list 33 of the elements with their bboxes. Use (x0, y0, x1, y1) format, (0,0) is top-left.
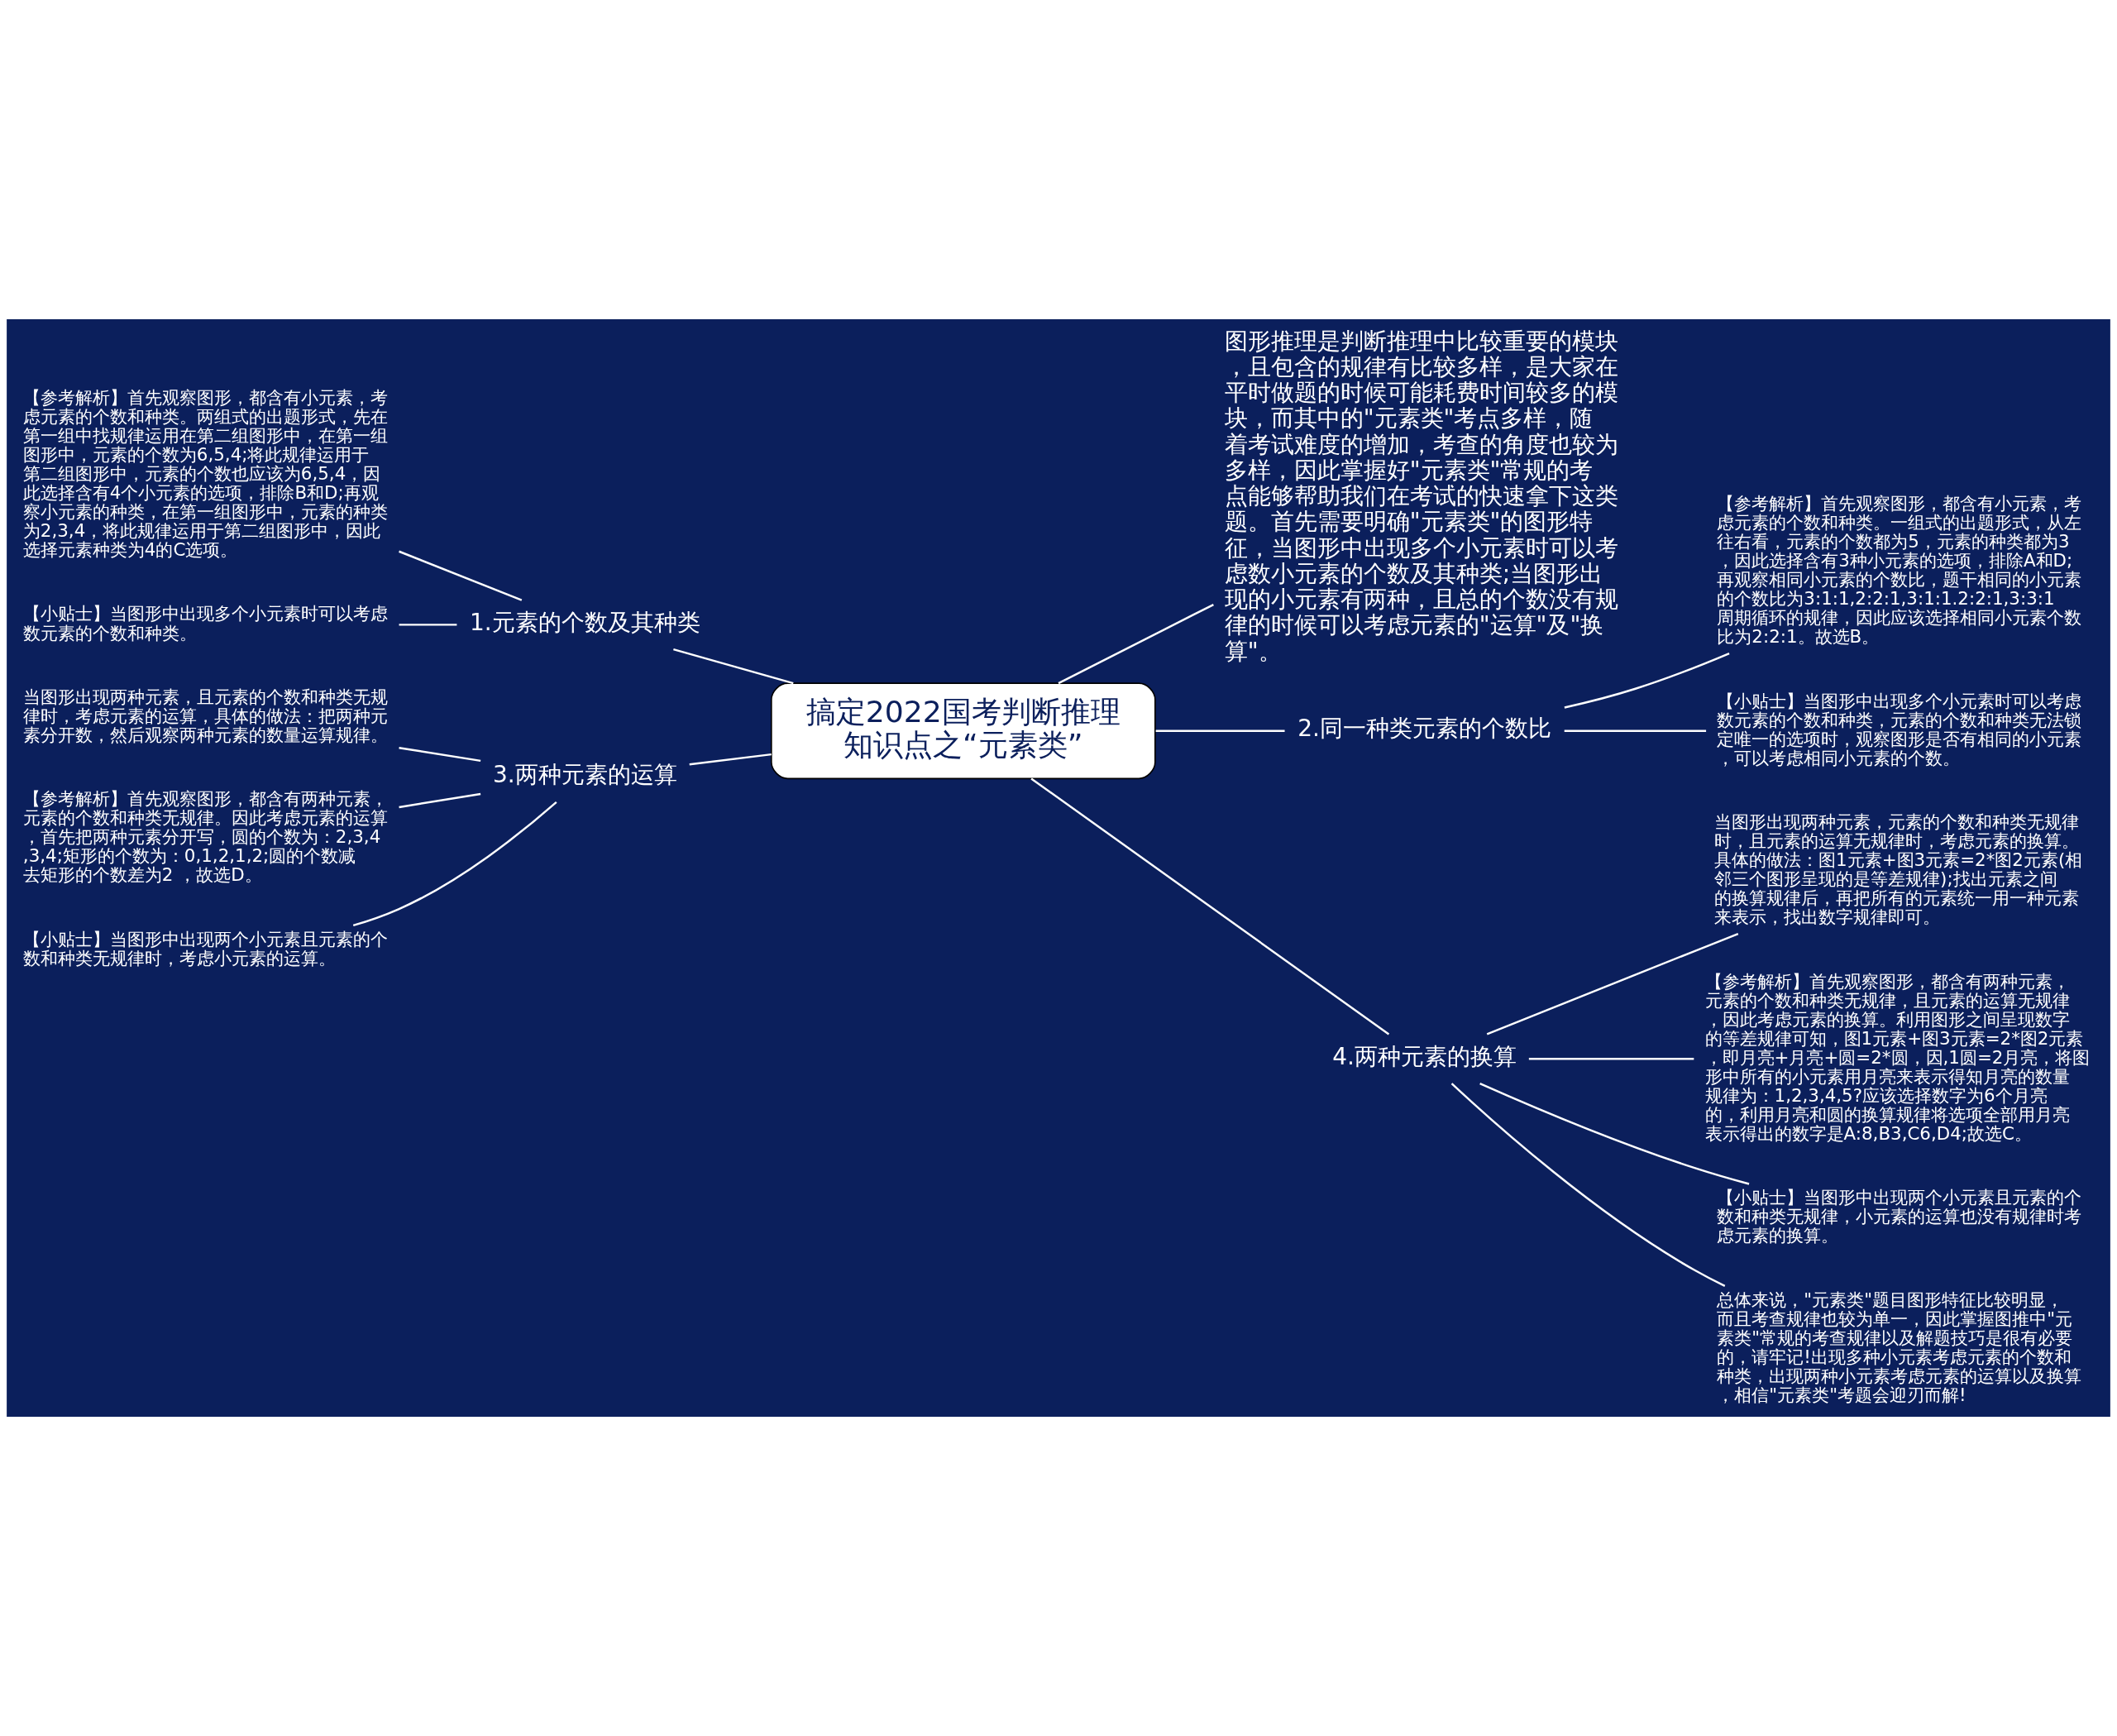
connector (399, 624, 457, 626)
connector (1155, 729, 1285, 732)
node-text: 【参考解析】首先观察图形，都含有两种元素，元素的个数和种类无规律。因此考虑元素的运算，首先把两种元素分开写，圆的个数为：2,3,4,3,4;矩形的个数为：0,1,2,1,2;圆的个数减去矩形的个数差为2 ，故选D。 (22, 788, 388, 886)
connector (1058, 603, 1214, 685)
node-text: 2.同一种类元素的个数比 (1297, 715, 1551, 743)
node-text: 3.两种元素的运算 (493, 761, 677, 789)
node-text: 当图形出现两种元素，元素的个数和种类无规律时，且元素的运算无规律时，考虑元素的换算。具体的做法：图1元素+图3元素=2*图2元素(相邻三个图形呈现的是等差规律);找出元素之间的换算规律后，再把所有的元素统一用一种元素来表示，找出数字规律即可。 (1714, 811, 2083, 928)
connector (352, 801, 557, 927)
connector (689, 753, 772, 766)
connector (1030, 777, 1390, 1035)
node-text: 1.元素的个数及其种类 (470, 609, 700, 637)
connector (399, 792, 481, 809)
node-text: 【小贴士】当图形中出现两个小元素且元素的个数和种类无规律，小元素的运算也没有规律时考虑元素的换算。 (1717, 1187, 2082, 1246)
connector (1528, 1058, 1694, 1060)
node-text: 当图形出现两种元素，且元素的个数和种类无规律时，考虑元素的运算，具体的做法：把两种元素分开数，然后观察两种元素的数量运算规律。 (22, 686, 388, 745)
connector (673, 648, 794, 685)
node-box: 搞定2022国考判断推理知识点之“元素类” (771, 682, 1156, 780)
connector (399, 550, 523, 601)
connector (1564, 729, 1707, 732)
node-text: 【参考解析】首先观察图形，都含有小元素，考虑元素的个数和种类。一组式的出题形式，从左往右看，元素的个数都为5，元素的种类都为3，因此选择含有3种小元素的选项，排除A和D;再观察相同小元素的个数比，题干相同的小元素的个数比为3:1:1,2:2:1,3:1:1.2:2:1,3:3:1周期循环的规律，因此应该选择相同小元素个数比为2:2:1。故选B。 (1717, 493, 2082, 648)
connector (1479, 1082, 1750, 1185)
node-text: 4.两种元素的换算 (1332, 1043, 1517, 1071)
connector (399, 747, 481, 763)
node-text: 【参考解析】首先观察图形，都含有小元素，考虑元素的个数和种类。两组式的出题形式，先在第一组中找规律运用在第二组图形中，在第一组图形中，元素的个数为6,5,4;将此规律运用于第二组图形中，元素的个数也应该为6,5,4，因此选择含有4个小元素的选项，排除B和D;再观察小元素的种类，在第一组图形中，元素的种类为2,3,4，将此规律运用于第二组图形中，因此选择元素种类为4的C选项。 (22, 386, 388, 561)
node-text: 总体来说，"元素类"题目图形特征比较明显，而且考查规律也较为单一，因此掌握图推中"元素类"常规的考查规律以及解题技巧是很有必要的，请牢记!出现多种小元素考虑元素的个数和种类，出现两种小元素考虑元素的运算以及换算，相信"元素类"考题会迎刃而解! (1717, 1289, 2082, 1405)
connector (1486, 932, 1739, 1035)
connector (1450, 1083, 1726, 1287)
node-text: 【小贴士】当图形中出现多个小元素时可以考虑数元素的个数和种类，元素的个数和种类无法锁定唯一的选项时，观察图形是否有相同的小元素，可以考虑相同小元素的个数。 (1717, 690, 2082, 768)
node-text: 【小贴士】当图形中出现多个小元素时可以考虑数元素的个数和种类。 (22, 603, 388, 643)
node-text: 图形推理是判断推理中比较重要的模块，且包含的规律有比较多样，是大家在平时做题的时候可能耗费时间较多的模块，而其中的"元素类"考点多样，随着考试难度的增加，考查的角度也较为多样，因此掌握好"元素类"常规的考点能够帮助我们在考试的快速拿下这类题。首先需要明确"元素类"的图形特征，当图形中出现多个小元素时可以考虑数小元素的个数及其种类;当图形出现的小元素有两种，且总的个数没有规律的时候可以考虑元素的"运算"及"换算"。 (1224, 327, 1618, 665)
connector (1564, 652, 1730, 709)
node-text: 【小贴士】当图形中出现两个小元素且元素的个数和种类无规律时，考虑小元素的运算。 (22, 928, 388, 968)
node-text: 【参考解析】首先观察图形，都含有两种元素，元素的个数和种类无规律，且元素的运算无规律，因此考虑元素的换算。利用图形之间呈现数字的等差规律可知，图1元素+图3元素=2*图2元素，即月亮+月亮+圆=2*圆，因,1圆=2月亮，将图形中所有的小元素用月亮来表示得知月亮的数量规律为：1,2,3,4,5?应该选择数字为6个月亮的，利用月亮和圆的换算规律将选项全部用月亮表示得出的数字是A:8,B3,C6,D4;故选C。 (1704, 970, 2091, 1144)
